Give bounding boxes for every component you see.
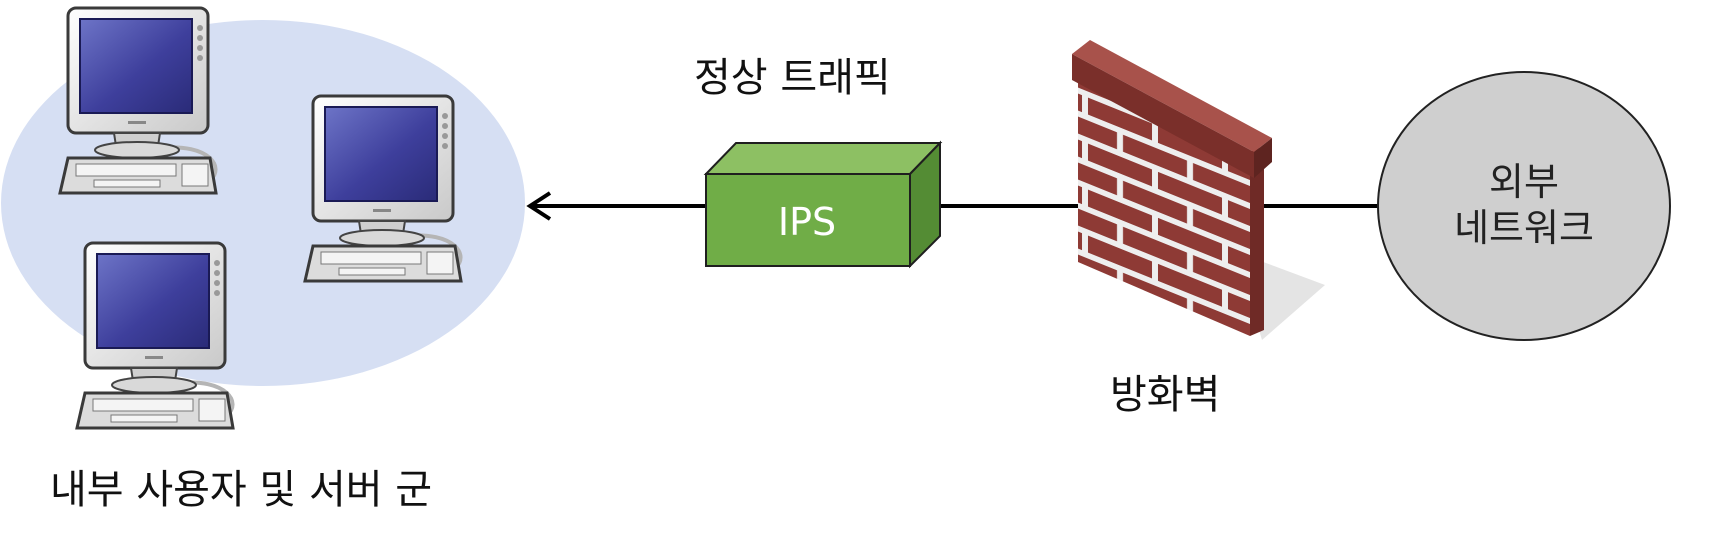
external-network-line1: 외부: [1489, 160, 1559, 204]
normal-traffic-label: 정상 트래픽: [694, 55, 891, 101]
brick-wall-icon: [1072, 40, 1325, 340]
external-network-label: 외부 네트워크: [1376, 160, 1672, 251]
firewall-label: 방화벽: [1110, 372, 1221, 418]
desktop-computer-icon: [75, 241, 235, 430]
arrow-head-icon: [526, 191, 552, 221]
desktop-computer-icon: [58, 6, 218, 195]
external-network-cloud: [1377, 71, 1671, 341]
desktop-computer-icon: [303, 94, 463, 283]
ips-box: [703, 140, 943, 269]
ips-label: IPS: [777, 200, 837, 244]
external-network-line2: 네트워크: [1454, 205, 1594, 250]
internal-users-servers-label: 내부 사용자 및 서버 군: [50, 467, 433, 513]
